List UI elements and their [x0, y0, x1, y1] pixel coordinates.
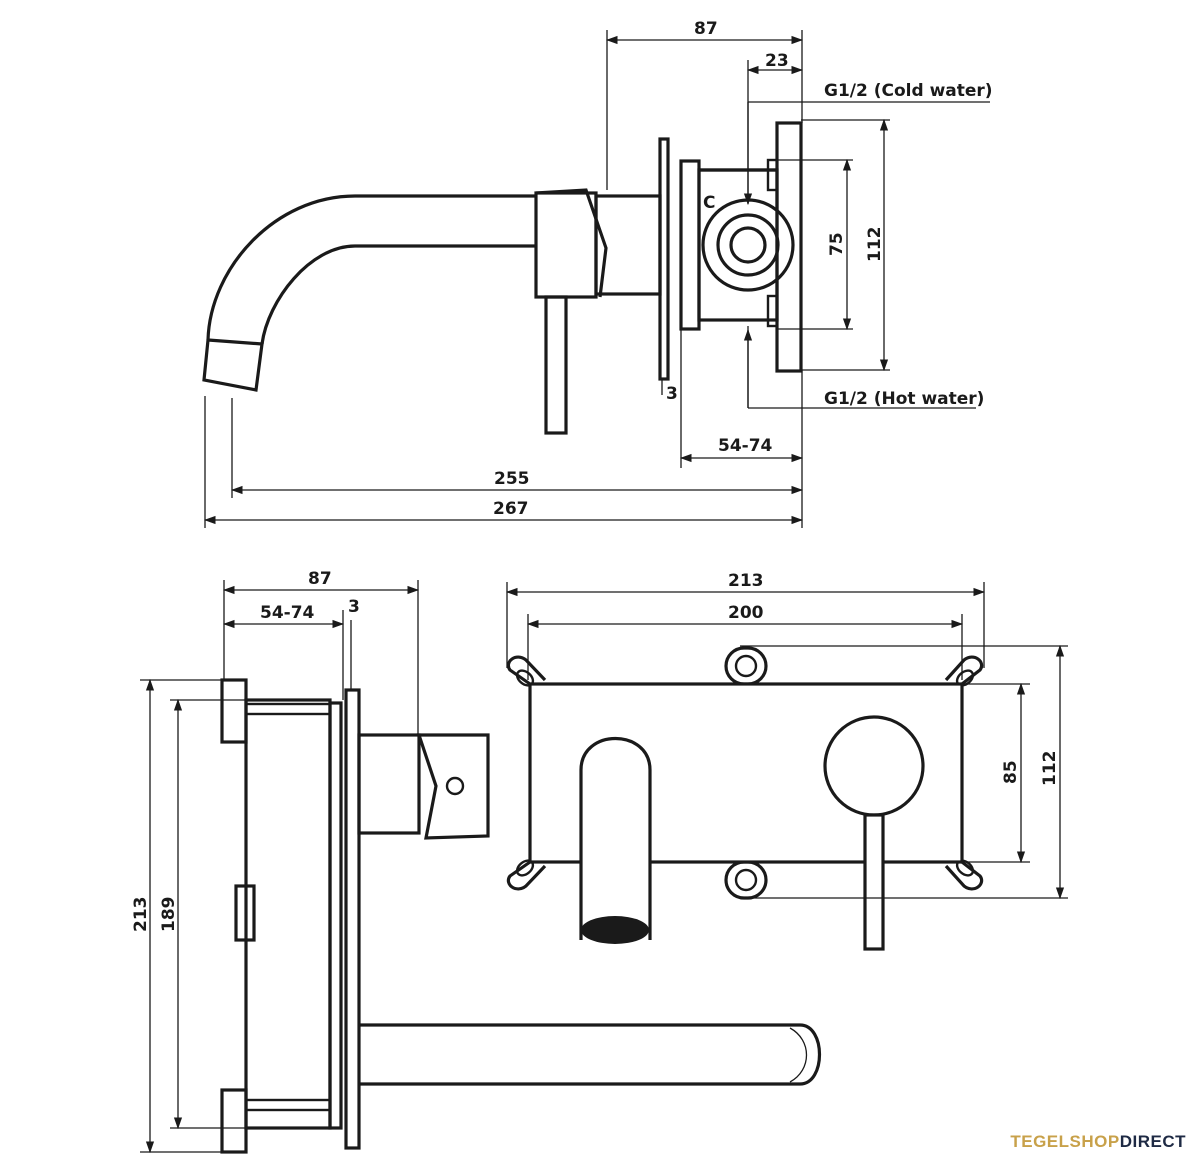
side-dim-75: 75 — [827, 232, 847, 256]
side-dim-87: 87 — [694, 19, 718, 39]
top-extension-lines — [140, 580, 419, 1153]
brand-part2: DIRECT — [1119, 1132, 1186, 1151]
front-dim-112: 112 — [1040, 751, 1060, 787]
top-dim-87: 87 — [308, 569, 332, 589]
top-dim-189: 189 — [159, 897, 179, 933]
front-dim-200: 200 — [728, 603, 764, 623]
front-spout — [579, 737, 652, 944]
side-dim-255: 255 — [494, 469, 530, 489]
top-dim-213: 213 — [131, 897, 151, 933]
side-box: C — [679, 121, 803, 373]
front-handle — [823, 715, 925, 951]
top-box — [220, 678, 343, 1154]
hot-water-label: G1/2 (Hot water) — [824, 389, 984, 409]
front-dim-85: 85 — [1001, 760, 1021, 784]
top-dim-54-74: 54-74 — [260, 603, 315, 623]
top-handle — [357, 733, 490, 840]
side-dim-267: 267 — [493, 499, 529, 519]
top-view: 87 3 54-74 213 189 — [131, 569, 821, 1154]
brand-logo: TEGELSHOPDIRECT — [1010, 1132, 1186, 1152]
side-wall-plate — [658, 137, 670, 381]
side-spout — [202, 194, 536, 392]
side-dim-54-74: 54-74 — [718, 436, 773, 456]
side-dim-3: 3 — [666, 384, 678, 404]
front-dim-213: 213 — [728, 571, 764, 591]
brand-part1: TEGELSHOP — [1010, 1132, 1120, 1151]
top-dim-3: 3 — [348, 597, 360, 617]
side-dim-112: 112 — [865, 227, 885, 263]
side-handle — [534, 188, 662, 435]
cold-water-label: G1/2 (Cold water) — [824, 81, 993, 101]
side-view: C 87 23 G1/2 (Cold water) G1/ — [202, 19, 993, 528]
cold-mark: C — [703, 193, 715, 213]
front-view: 213 200 85 112 — [505, 571, 1068, 951]
top-wall-plate — [344, 688, 361, 1150]
front-spout-outlet — [581, 916, 649, 944]
side-dim-23: 23 — [765, 51, 789, 71]
top-spout — [359, 1023, 821, 1086]
